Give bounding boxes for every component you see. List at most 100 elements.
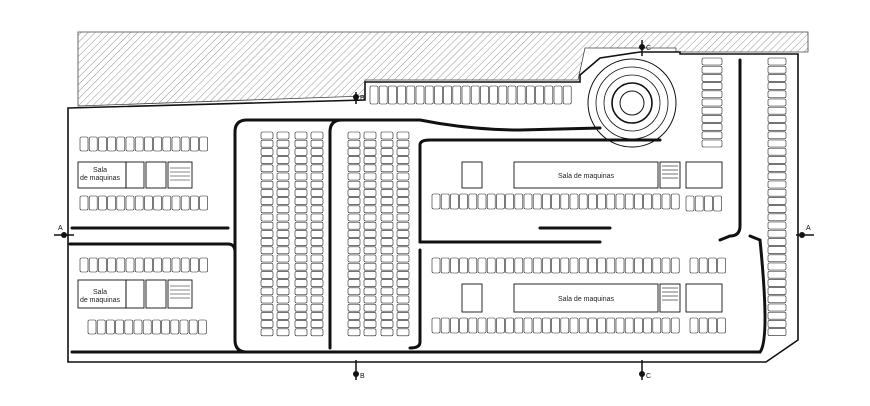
parking-stall [767,115,787,123]
parking-stall [294,148,308,156]
parking-stall [260,205,274,214]
parking-stall [115,319,124,335]
parking-stall [347,254,361,263]
parking-stall [347,262,361,271]
parking-stall [396,320,410,328]
parking-stall [294,246,308,255]
parking-stall [396,205,410,214]
parking-stall [443,85,452,105]
parking-stall [505,317,514,334]
parking-stall [347,246,361,255]
parking-stall [767,320,787,328]
parking-stall [79,195,89,211]
machine-room-label-left-upper-line2: de maquinas [80,175,121,182]
parking-stall [116,136,126,152]
parking-stall [294,262,308,271]
parking-stall [470,85,480,105]
parking-stall [562,85,572,105]
parking-stall [380,312,394,320]
parking-stall [310,213,324,222]
parking-stall [310,139,324,148]
parking-stall [107,195,116,211]
parking-stall [767,147,787,156]
parking-stall [96,319,106,335]
parking-stall [294,271,308,279]
parking-stall [294,295,308,304]
parking-stall [578,257,588,274]
parking-stall [276,197,290,205]
parking-stall [406,85,416,105]
parking-stall [701,106,723,115]
parking-stall [162,136,172,152]
parking-stall [670,193,680,210]
parking-stall [363,172,377,181]
section-marker-b-bottom: B [360,373,365,380]
parking-stall [369,85,379,105]
parking-stall [535,85,544,105]
parking-stall [767,221,787,230]
parking-stall [116,257,126,273]
parking-stall [347,238,361,246]
parking-stall [685,195,695,212]
parking-stall [396,221,410,230]
parking-stall [153,257,162,273]
parking-stall [396,148,410,156]
parking-stall [767,123,787,131]
hatched-terrain [77,31,809,107]
parking-stall [694,195,704,212]
parking-stall [459,257,468,274]
parking-stall [514,317,524,334]
parking-stall [276,189,290,197]
parking-stall [489,85,498,105]
machine-room-label-left-upper: Sala [93,167,107,174]
parking-stall [767,254,787,263]
parking-stall [363,213,377,222]
parking-stall [468,193,478,210]
parking-stall [347,303,361,312]
parking-stall [767,197,787,205]
parking-stall [294,131,308,140]
parking-stall [396,303,410,312]
parking-stall [294,164,308,173]
parking-stall [542,257,551,274]
parking-stall [260,197,274,205]
parking-stall [514,257,524,274]
parking-stall [396,295,410,304]
parking-stall [767,262,787,271]
parking-stall [310,303,324,312]
parking-stall [634,193,643,210]
parking-stall [615,193,625,210]
parking-stalls [79,57,787,337]
parking-stall [701,82,723,90]
parking-stall [347,328,361,337]
building-outline [67,51,799,363]
parking-stall [260,279,274,287]
parking-stall [708,257,717,274]
parking-stall [396,312,410,320]
parking-stall [276,148,290,156]
section-marker-c-bottom-dot [639,371,645,377]
parking-stall [380,139,394,148]
section-marker-a-left: A [58,225,63,232]
parking-stall [134,257,144,273]
parking-stall [276,139,290,148]
parking-stall [767,246,787,254]
parking-stall [276,312,290,320]
parking-stall [294,238,308,246]
parking-stall [701,98,723,107]
parking-stall [276,262,290,271]
parking-stall [498,85,508,105]
parking-stall [347,230,361,238]
parking-stall [767,311,787,320]
parking-stall [310,254,324,263]
parking-stall [767,98,787,107]
machine-room-label-right-upper: Sala de maquinas [558,173,615,180]
parking-stall [507,85,517,105]
parking-stall [310,221,324,230]
parking-stall [767,205,787,213]
parking-stall [588,317,597,334]
parking-stall [153,195,162,211]
parking-stall [689,317,699,334]
parking-stall [134,195,144,211]
parking-stall [526,85,535,105]
